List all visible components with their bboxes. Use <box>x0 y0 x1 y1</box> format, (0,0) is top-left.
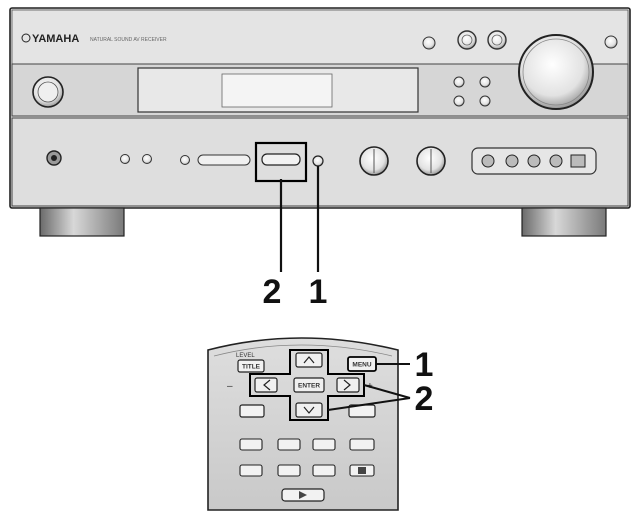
enter-button-label: ENTER <box>298 383 320 390</box>
preset-up-button[interactable] <box>487 30 507 50</box>
input-selector[interactable] <box>261 153 301 166</box>
remote-control: LEVEL – + TITLE MENU ENTER <box>207 337 399 511</box>
mode-button-1[interactable] <box>453 76 465 88</box>
cursor-down-icon <box>303 406 315 414</box>
cursor-up-icon <box>303 356 315 364</box>
cursor-pad-highlight <box>249 349 365 421</box>
level-label: LEVEL <box>236 353 255 359</box>
tone-button[interactable] <box>180 155 190 165</box>
audio-r-jack[interactable] <box>549 154 563 168</box>
menu-button-label: MENU <box>352 362 371 369</box>
title-button[interactable] <box>237 359 265 373</box>
left-foot <box>39 207 125 237</box>
front-display-screen <box>221 73 333 108</box>
remote-button-r2c3[interactable] <box>312 464 336 477</box>
remote-button-r1c4[interactable] <box>349 438 375 451</box>
model-caption: NATURAL SOUND AV RECEIVER <box>90 37 167 43</box>
brand-logo: YAMAHA <box>32 33 79 45</box>
mode-button-4[interactable] <box>479 95 491 107</box>
right-foot <box>521 207 607 237</box>
top-button-1[interactable] <box>422 36 436 50</box>
mode-button-3[interactable] <box>453 95 465 107</box>
mode-button-2[interactable] <box>479 76 491 88</box>
remote-button-r1c1[interactable] <box>239 438 263 451</box>
receiver-callout-1: 1 <box>309 273 328 311</box>
play-icon <box>299 491 307 499</box>
av-receiver: YAMAHA NATURAL SOUND AV RECEIVER <box>9 7 631 237</box>
cursor-up-button[interactable] <box>295 352 323 368</box>
preset-up-inner <box>491 34 503 46</box>
volume-knob[interactable] <box>518 34 594 110</box>
stop-icon <box>358 467 366 474</box>
remote-callout-1: 1 <box>415 346 434 384</box>
option-button[interactable] <box>239 404 265 418</box>
cursor-right-button[interactable] <box>336 377 360 393</box>
speakers-b-button[interactable] <box>142 154 152 164</box>
s-video-jack[interactable] <box>481 154 495 168</box>
program-selector[interactable] <box>197 154 251 166</box>
title-button-label: TITLE <box>242 364 261 371</box>
remote-button-r1c2[interactable] <box>277 438 301 451</box>
audio-l-jack[interactable] <box>527 154 541 168</box>
cursor-right-icon <box>343 379 351 391</box>
remote-callout-2: 2 <box>415 380 434 418</box>
phones-jack-hole <box>51 155 57 161</box>
optical-jack[interactable] <box>570 154 586 168</box>
video-jack[interactable] <box>505 154 519 168</box>
preset-down-inner <box>461 34 473 46</box>
preset-down-button[interactable] <box>457 30 477 50</box>
input-mode-button[interactable] <box>312 155 324 167</box>
remote-button-r2c2[interactable] <box>277 464 301 477</box>
enter-button[interactable] <box>293 377 325 393</box>
remote-leader-2 <box>363 384 411 399</box>
minus-sign: – <box>227 381 233 392</box>
receiver-callout-2: 2 <box>263 273 282 311</box>
cursor-left-icon <box>263 379 271 391</box>
top-right-button[interactable] <box>604 35 618 49</box>
remote-button-r1c3[interactable] <box>312 438 336 451</box>
remote-button-r2c1[interactable] <box>239 464 263 477</box>
tuning-fork-icon <box>21 33 31 43</box>
cursor-down-button[interactable] <box>295 402 323 418</box>
remote-body-edge <box>213 344 393 357</box>
cursor-left-button[interactable] <box>254 377 278 393</box>
volume-knob-ring <box>522 38 590 106</box>
power-button-inner <box>37 81 59 103</box>
remote-leader-2b <box>327 397 411 411</box>
speakers-a-button[interactable] <box>120 154 130 164</box>
